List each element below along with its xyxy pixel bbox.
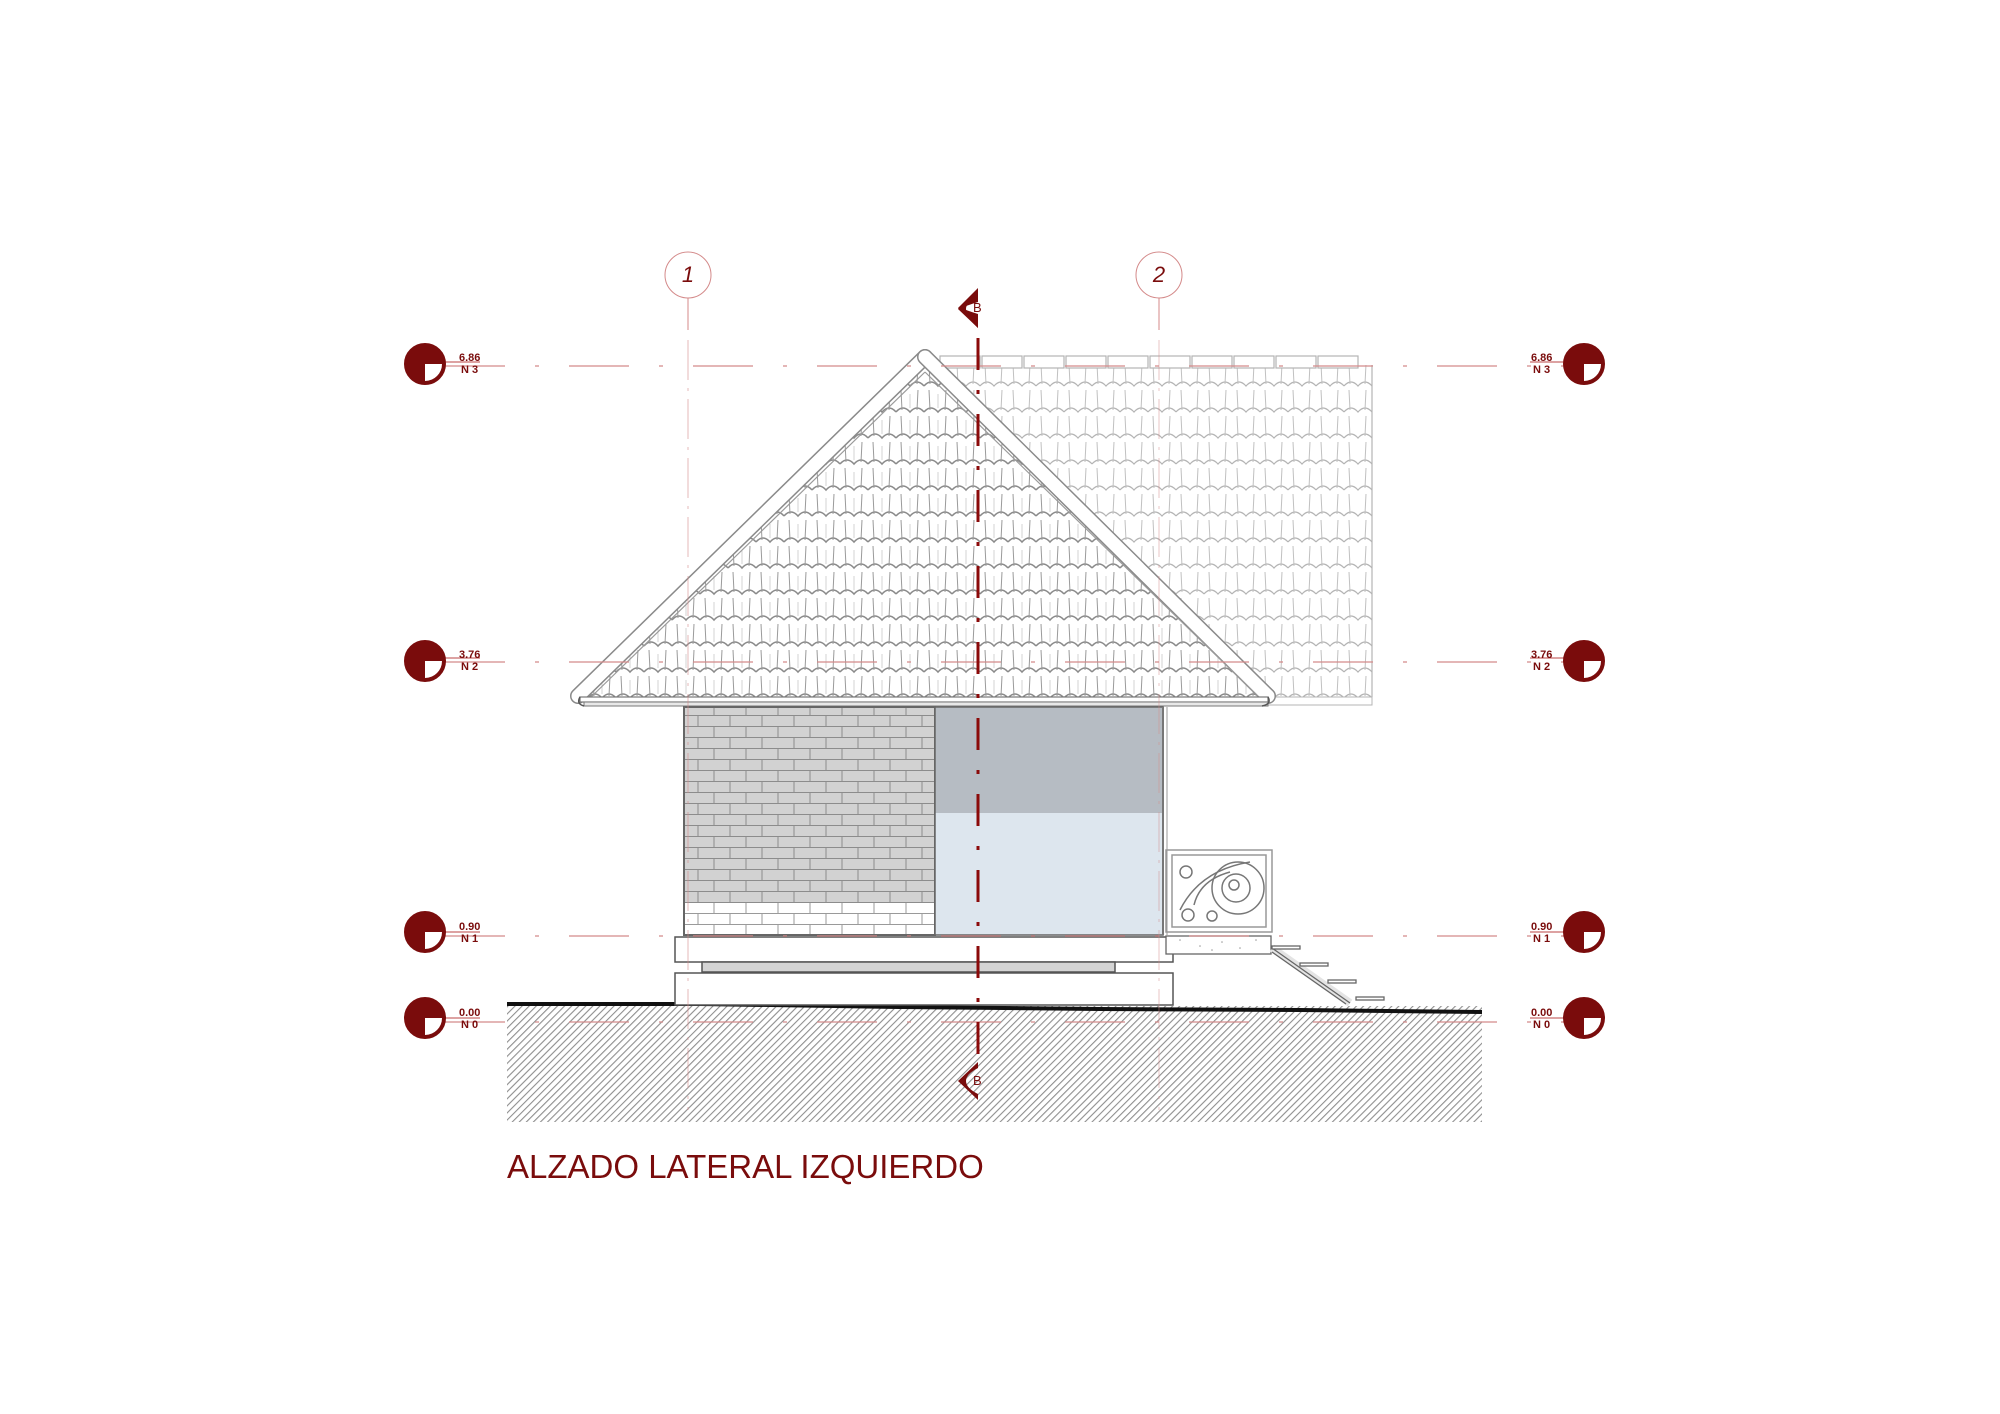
grid-axis-label-2: 2 (1152, 262, 1166, 287)
level-label-n0-left: 0.00 N 0 (459, 1007, 480, 1031)
section-arrow-bottom-icon (958, 1062, 978, 1100)
level-name: N 2 (1533, 661, 1551, 673)
level-marker-icon (1563, 343, 1605, 385)
level-marker-icons (404, 343, 1605, 1039)
grid-axes (664, 251, 1183, 1110)
level-elevation: 0.00 (1531, 1007, 1553, 1019)
section-arrow-top-icon (958, 288, 978, 328)
level-marker-icon (404, 343, 446, 385)
section-label-bottom: B (973, 1073, 982, 1088)
glass-window (934, 706, 1168, 936)
level-name: N 1 (1533, 933, 1551, 945)
building-base (674, 936, 1174, 1006)
level-name: N 2 (461, 661, 479, 673)
level-marker-icon (404, 911, 446, 953)
level-marker-icon (1563, 911, 1605, 953)
section-label-top: B (973, 300, 982, 315)
level-label-n1-right: 0.90 N 1 (1531, 921, 1552, 945)
level-name: N 3 (461, 364, 479, 376)
level-elevation: 0.00 (459, 1007, 481, 1019)
drawing-title: ALZADO LATERAL IZQUIERDO (507, 1148, 984, 1185)
section-line-b (958, 288, 980, 1100)
ornamental-railing (1165, 849, 1273, 933)
level-elevation: 6.86 (1531, 352, 1553, 364)
level-marker-icon (1563, 640, 1605, 682)
level-marker-icon (1563, 997, 1605, 1039)
ground-section (507, 1002, 1483, 1122)
grid-axis-label-1: 1 (681, 262, 695, 287)
level-elevation: 6.86 (459, 352, 481, 364)
level-elevation: 0.90 (1531, 921, 1553, 933)
level-name: N 0 (461, 1019, 479, 1031)
level-marker-icon (404, 997, 446, 1039)
level-label-n1-left: 0.90 N 1 (459, 921, 480, 945)
level-label-n3-right: 6.86 N 3 (1531, 352, 1552, 376)
level-label-n2-right: 3.76 N 2 (1531, 649, 1552, 673)
brick-wall (683, 706, 936, 936)
porch-stair (1165, 935, 1385, 1007)
level-label-n3-left: 6.86 N 3 (459, 352, 480, 376)
level-label-n0-right: 0.00 N 0 (1531, 1007, 1552, 1031)
level-label-n2-left: 3.76 N 2 (459, 649, 480, 673)
level-marker-icon (404, 640, 446, 682)
level-elevation: 3.76 (1531, 649, 1553, 661)
level-elevation: 3.76 (459, 649, 481, 661)
level-elevation: 0.90 (459, 921, 481, 933)
level-name: N 3 (1533, 364, 1551, 376)
level-name: N 0 (1533, 1019, 1551, 1031)
level-name: N 1 (461, 933, 479, 945)
